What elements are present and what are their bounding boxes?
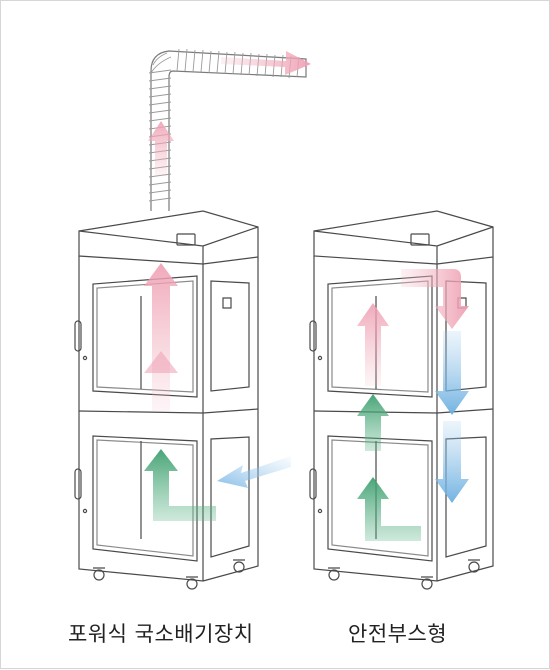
- lower-fresh-arrow: [144, 449, 216, 521]
- caption-safety-booth: 안전부스형: [348, 618, 447, 648]
- upper-exhaust-arrow: [144, 263, 178, 411]
- lower-descent-arrow: [435, 421, 469, 503]
- recirculation-top-arrow: [401, 269, 469, 329]
- side-inflow-arrow: [217, 456, 291, 488]
- exhaust-duct-icon: [149, 49, 306, 211]
- caster-wheel-icon: [93, 560, 245, 589]
- right-airflow-arrows: [357, 269, 469, 541]
- lower-rise-arrow: [357, 477, 421, 541]
- caster-wheel-icon: [328, 560, 480, 589]
- caption-local-exhaust: 포워식 국소배기장치: [68, 618, 254, 648]
- upper-descent-arrow: [435, 331, 469, 415]
- upper-rise-arrow: [357, 303, 389, 386]
